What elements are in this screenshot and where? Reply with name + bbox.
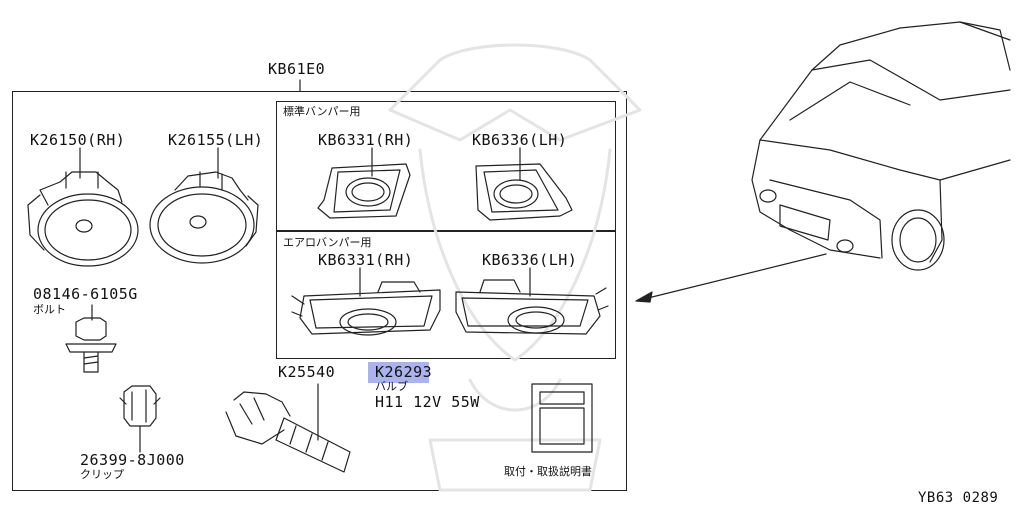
aero-bezel-lh-drawing — [455, 279, 609, 335]
standard-bumper-box — [276, 101, 616, 231]
pointer-arrow — [635, 253, 827, 303]
bulb-label: バルブ — [375, 380, 408, 393]
aero-bezel-rh-number[interactable]: KB6331(RH) — [318, 251, 414, 269]
standard-bumper-heading: 標準バンパー用 — [283, 105, 361, 118]
diagram-code: YB63 0289 — [918, 490, 999, 506]
bolt-drawing — [65, 317, 117, 373]
bulb-number[interactable]: K26293 — [375, 363, 433, 381]
fog-lamp-rh-drawing — [27, 171, 139, 267]
assembly-frame — [12, 91, 627, 491]
standard-bezel-lh-drawing — [475, 163, 573, 221]
assembly-number[interactable]: KB61E0 — [268, 60, 326, 78]
fog-lamp-lh-drawing — [149, 171, 259, 264]
standard-bezel-lh-number[interactable]: KB6336(LH) — [472, 131, 568, 149]
fog-lamp-lh-number[interactable]: K26155(LH) — [168, 131, 264, 149]
clip-number[interactable]: 26399-8J000 — [80, 451, 185, 469]
aero-bezel-lh-number[interactable]: KB6336(LH) — [482, 251, 578, 269]
standard-bezel-rh-number[interactable]: KB6331(RH) — [318, 131, 414, 149]
car-sketch-drawing — [751, 21, 1011, 271]
aero-bumper-box — [276, 231, 616, 359]
harness-drawing — [225, 391, 351, 473]
standard-bezel-rh-drawing — [317, 163, 411, 219]
bolt-label: ボルト — [33, 303, 66, 316]
bulb-highlight — [368, 362, 429, 383]
fog-lamp-rh-number[interactable]: K26150(RH) — [30, 131, 126, 149]
clip-label: クリップ — [80, 468, 124, 481]
harness-number[interactable]: K25540 — [278, 363, 336, 381]
aero-bezel-rh-drawing — [291, 281, 441, 336]
bolt-number[interactable]: 08146-6105G — [33, 285, 138, 303]
aero-bumper-heading: エアロバンパー用 — [283, 236, 372, 249]
bulb-spec: H11 12V 55W — [375, 393, 480, 411]
clip-drawing — [119, 385, 161, 427]
manual-booklet-drawing — [531, 383, 593, 453]
manual-label[interactable]: 取付・取扱説明書 — [504, 465, 592, 478]
